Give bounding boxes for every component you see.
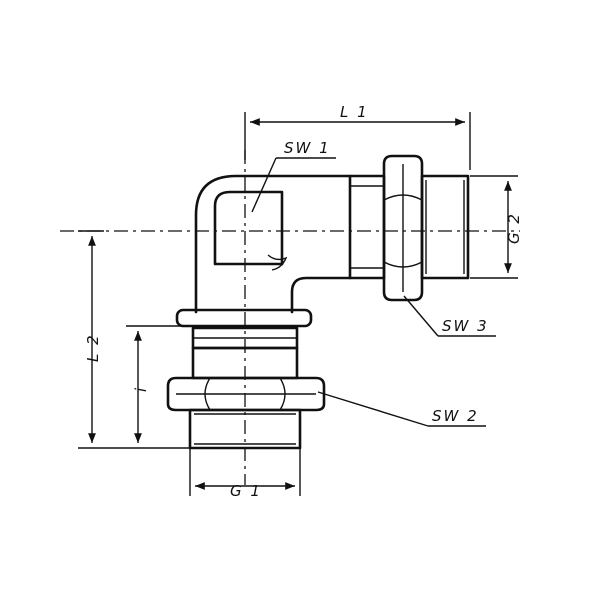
label-g2: G 2	[505, 212, 523, 244]
leader-sw3: SW 3	[403, 295, 496, 337]
label-l2: L 2	[84, 333, 102, 362]
label-sw3: SW 3	[442, 317, 489, 335]
dimension-g2: G 2	[470, 175, 523, 279]
right-hex-nut	[382, 154, 424, 302]
dimension-g1: G 1	[189, 448, 301, 500]
label-sw2: SW 2	[432, 407, 479, 425]
elbow-body	[194, 174, 352, 314]
leader-sw2: SW 2	[317, 391, 486, 427]
right-thread	[420, 174, 470, 280]
lower-hex-nut	[166, 376, 326, 412]
dimension-l2: L 2	[78, 230, 190, 449]
label-l1: L 1	[340, 103, 369, 121]
label-g1: G 1	[230, 482, 262, 500]
lower-thread	[188, 408, 302, 450]
dimension-l1: L 1	[244, 103, 471, 170]
dimension-i: i	[126, 325, 193, 443]
right-tube	[348, 174, 386, 280]
center-lines	[60, 150, 520, 485]
leader-sw1: SW 1	[251, 139, 336, 213]
label-i: i	[132, 386, 150, 392]
flange-collar	[175, 308, 313, 328]
label-sw1: SW 1	[284, 139, 331, 157]
